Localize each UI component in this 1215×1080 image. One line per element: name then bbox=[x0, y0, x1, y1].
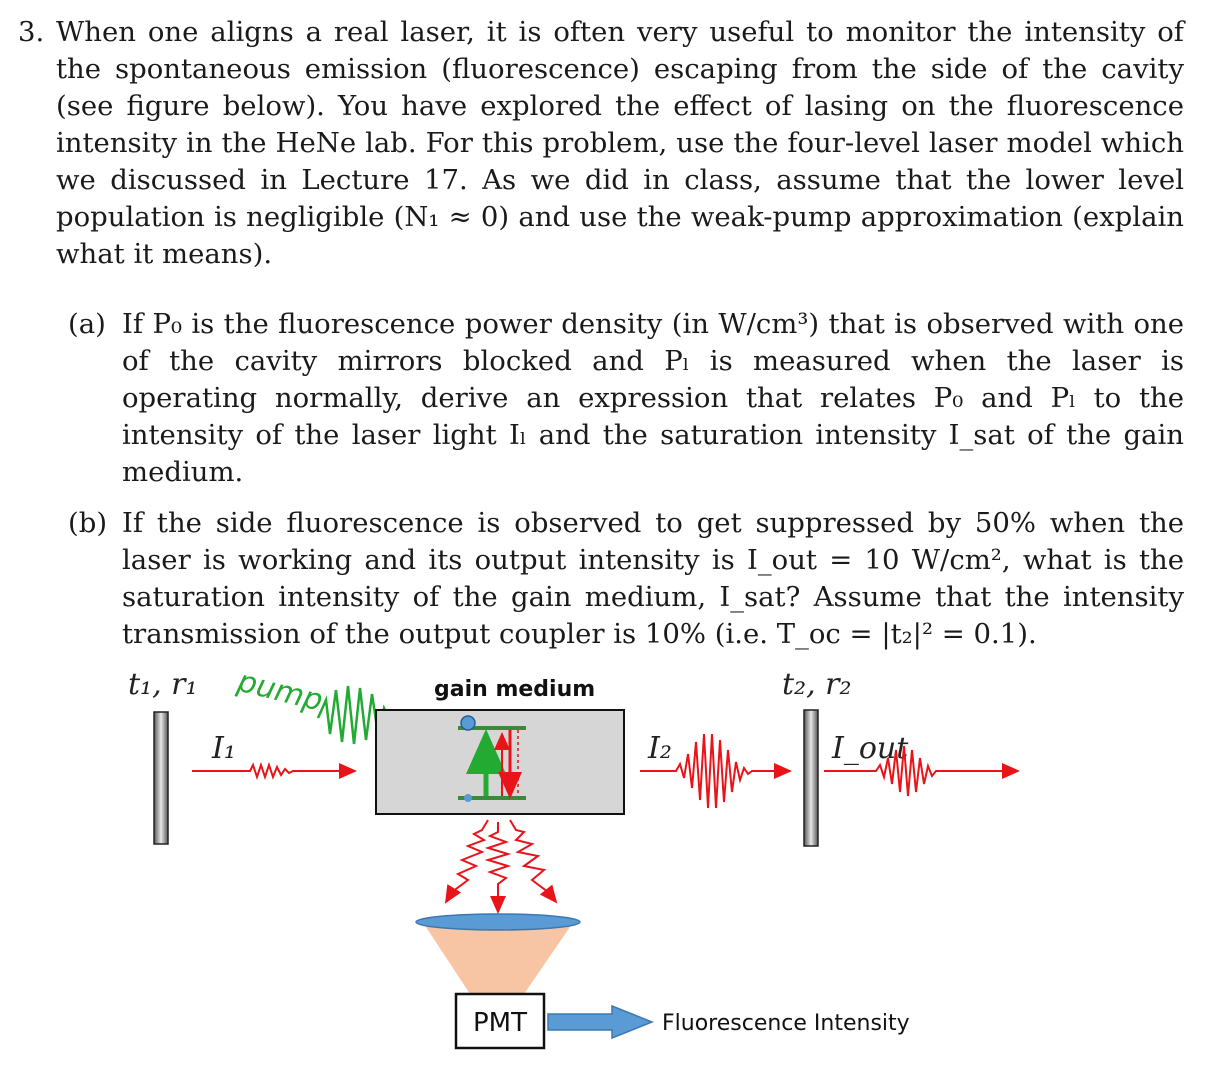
i1-label: I₁ bbox=[211, 731, 236, 766]
part-a: (a) If P₀ is the fluorescence power dens… bbox=[68, 306, 1184, 491]
gain-medium-label: gain medium bbox=[434, 677, 595, 702]
fluorescence-intensity-label: Fluorescence Intensity bbox=[662, 1011, 910, 1036]
fluorescence-right bbox=[509, 819, 558, 904]
part-a-label: (a) bbox=[68, 308, 106, 340]
problem-intro: When one aligns a real laser, it is ofte… bbox=[56, 16, 1184, 270]
laser-diagram: t₁, r₁ pump I₁ gain medium I₂ t₂, r₂ I_o… bbox=[0, 630, 1215, 1080]
lower-electron bbox=[464, 794, 472, 802]
problem-number: 3. bbox=[18, 16, 45, 48]
pmt-box bbox=[454, 992, 546, 1050]
part-b: (b) If the side fluorescence is observed… bbox=[68, 505, 1184, 653]
output-arrow bbox=[547, 1004, 655, 1040]
mirror-2 bbox=[803, 709, 819, 847]
part-b-label: (b) bbox=[68, 507, 108, 539]
part-b-text: If the side fluorescence is observed to … bbox=[122, 507, 1184, 650]
mirror-2-label: t₂, r₂ bbox=[782, 667, 852, 702]
part-a-text: If P₀ is the fluorescence power density … bbox=[122, 308, 1184, 488]
pmt-label: PMT bbox=[473, 1008, 527, 1038]
i2-label: I₂ bbox=[647, 731, 672, 766]
fluorescence-left bbox=[444, 819, 489, 904]
iout-beam bbox=[824, 745, 1020, 797]
problem-3: 3. When one aligns a real laser, it is o… bbox=[18, 14, 1184, 667]
i1-beam bbox=[192, 761, 357, 781]
upper-electron bbox=[460, 715, 476, 731]
mirror-1 bbox=[153, 711, 169, 845]
collection-cone bbox=[424, 924, 572, 994]
mirror-1-label: t₁, r₁ bbox=[128, 667, 198, 702]
fluorescence-center bbox=[484, 822, 512, 914]
pump-label: pump bbox=[233, 664, 326, 719]
i2-beam bbox=[640, 733, 792, 809]
problem-parts: (a) If P₀ is the fluorescence power dens… bbox=[68, 306, 1184, 653]
collection-lens bbox=[415, 913, 581, 931]
